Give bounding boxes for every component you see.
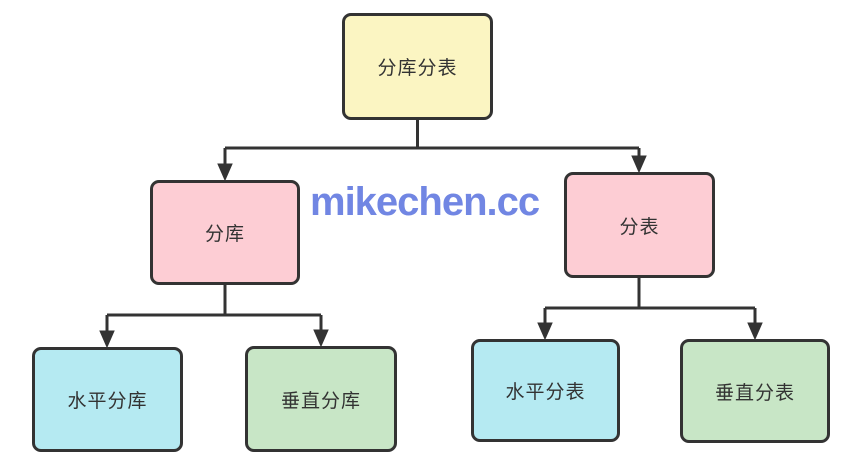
arrowhead bbox=[537, 322, 553, 341]
node-label: 水平分表 bbox=[505, 382, 586, 403]
node-label: 分库 bbox=[204, 224, 245, 245]
arrowhead bbox=[747, 322, 763, 341]
node-fenku: 分库 bbox=[150, 180, 300, 285]
node-label: 水平分库 bbox=[67, 391, 148, 412]
arrowhead bbox=[217, 163, 233, 182]
node-chuizhi-fenbiao: 垂直分表 bbox=[680, 339, 830, 443]
node-shuiping-fenbiao: 水平分表 bbox=[471, 339, 620, 442]
edge-fenbiao-to-children bbox=[537, 278, 763, 341]
edge-root-to-fenku-fenbiao bbox=[217, 120, 647, 182]
node-label: 垂直分表 bbox=[714, 382, 795, 404]
node-label: 分库分表 bbox=[377, 58, 458, 79]
node-shuiping-fenku: 水平分库 bbox=[32, 347, 183, 452]
edge-fenku-to-children bbox=[99, 285, 329, 349]
node-fenku-fenbiao: 分库分表 bbox=[342, 13, 493, 120]
node-label: 垂直分库 bbox=[280, 390, 361, 412]
node-chuizhi-fenku: 垂直分库 bbox=[245, 346, 397, 452]
arrowhead bbox=[631, 155, 647, 174]
arrowhead bbox=[99, 330, 115, 349]
node-fenbiao: 分表 bbox=[564, 172, 715, 278]
arrowhead bbox=[313, 329, 329, 348]
node-label: 分表 bbox=[619, 216, 660, 238]
